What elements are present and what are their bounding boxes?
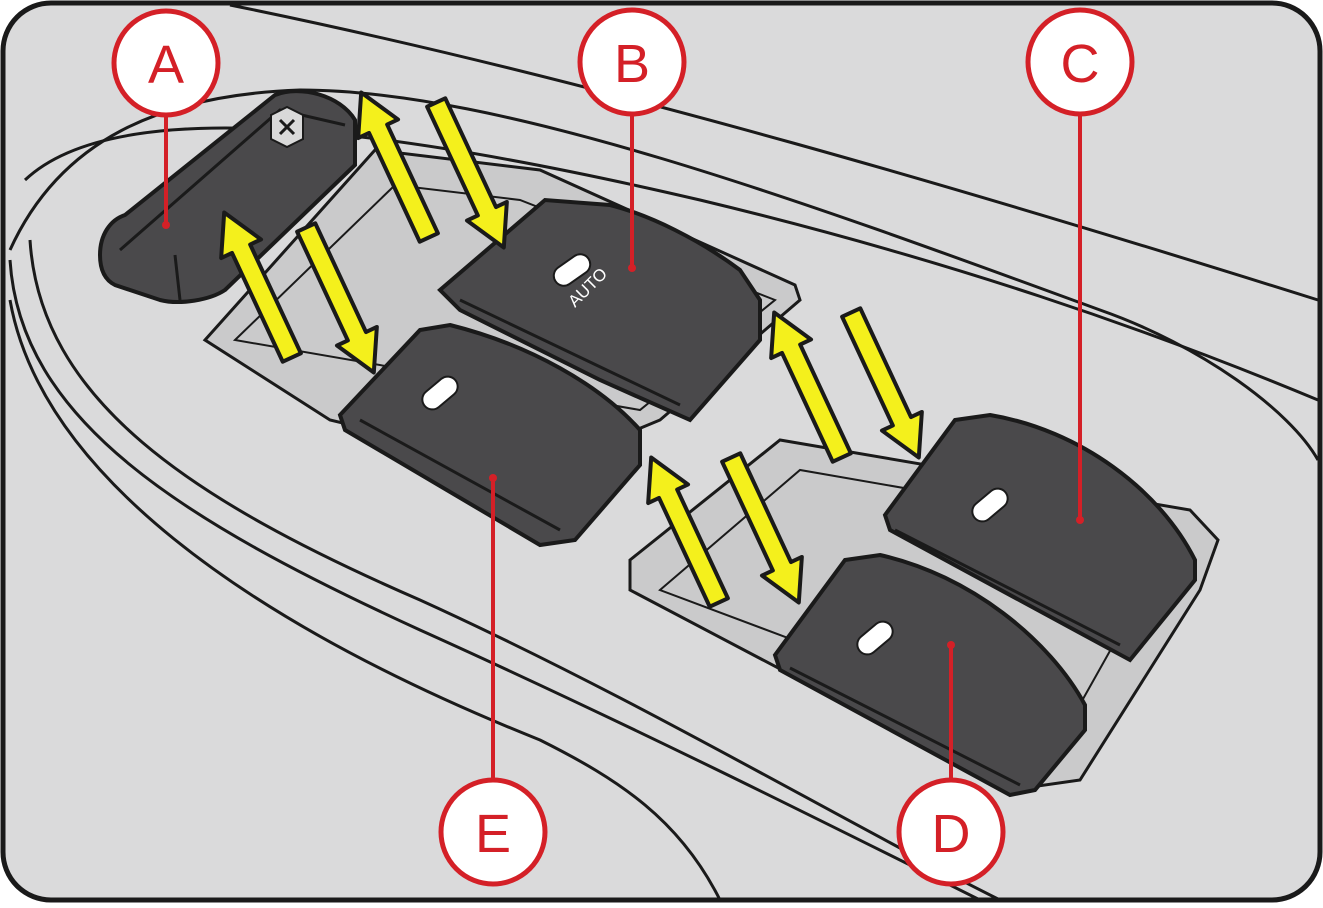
callout-b: B [577,7,687,117]
callout-c-label: C [1061,34,1100,94]
callout-a-label: A [148,35,184,95]
callout-e-label: E [475,804,511,864]
switch-d-light [856,620,894,656]
window-switch-c[interactable] [882,412,1197,663]
window-switch-b[interactable]: AUTO [437,197,762,423]
window-switch-d[interactable] [772,552,1087,798]
callout-leaders [164,112,1082,782]
callout-d-label: D [932,804,971,864]
switch-e-light [421,375,459,411]
window-lock-switch[interactable] [97,89,357,304]
callout-a: A [111,8,221,118]
switch-c-light [971,487,1009,523]
callout-c: C [1025,7,1135,117]
window-switch-e[interactable] [337,322,642,548]
callout-d: D [896,777,1006,887]
callout-e: E [438,777,548,887]
switch-b-light [552,253,592,287]
window-lock-icon [270,105,304,149]
callout-b-label: B [614,34,650,94]
callout-anchors [162,221,1084,649]
